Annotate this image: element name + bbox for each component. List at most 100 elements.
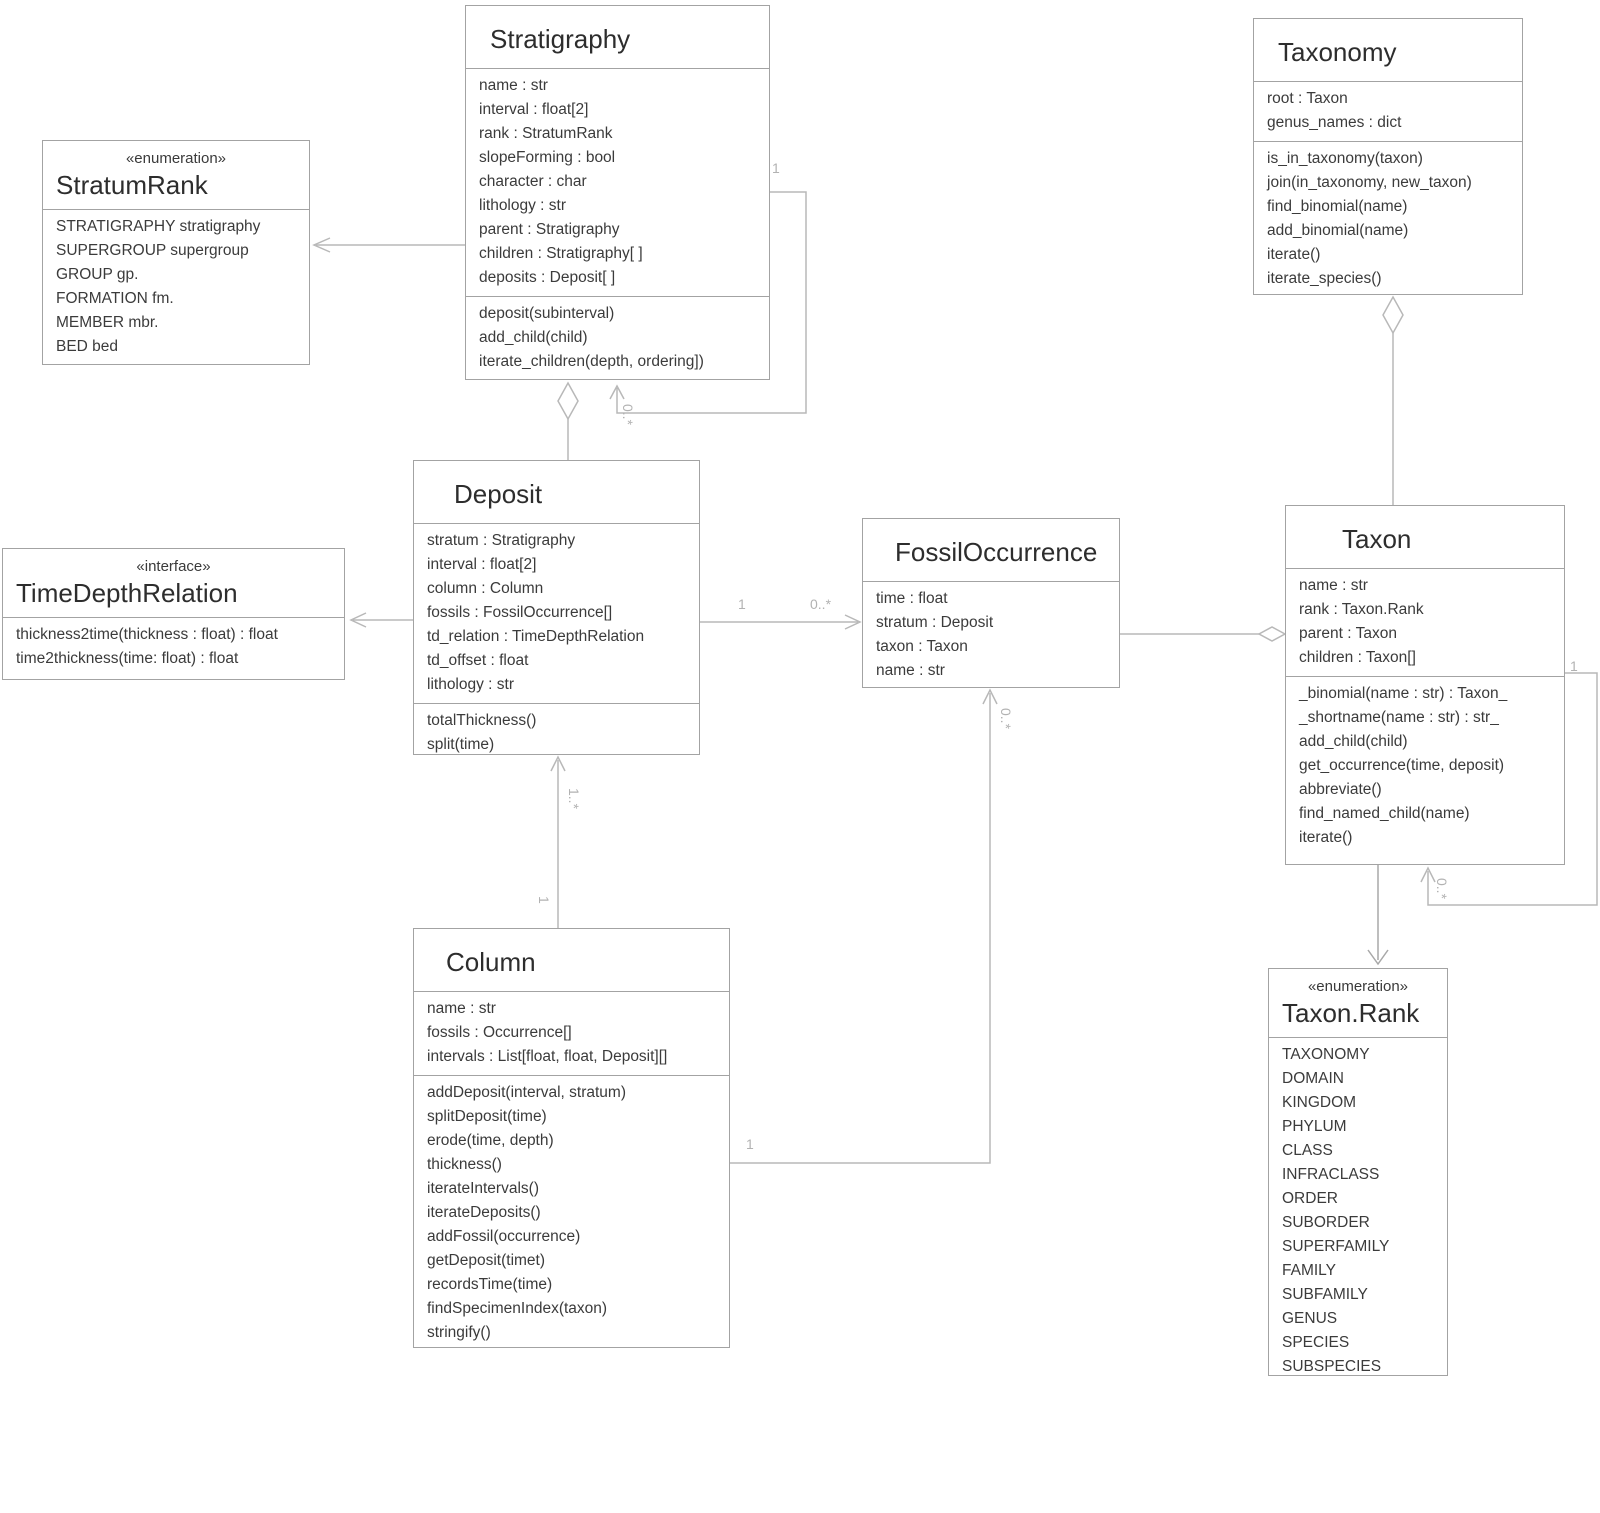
- class-title: Taxonomy: [1254, 19, 1522, 82]
- member-row: iterateIntervals(): [427, 1180, 539, 1197]
- methods-compartment: totalThickness() split(time): [414, 704, 699, 754]
- member-row: split(time): [427, 736, 495, 753]
- member-row: TAXONOMY: [1282, 1046, 1370, 1063]
- assoc-stratigraphy-self: [609, 191, 807, 414]
- member-row: SUBORDER: [1282, 1214, 1370, 1231]
- class-stereotype: «interface»: [136, 558, 211, 575]
- assoc-deposit-fossiloccurrence: [700, 614, 862, 630]
- member-row: name : str: [876, 662, 945, 679]
- member-row: iterate_species(): [1267, 270, 1382, 287]
- multiplicity-label: 0..*: [810, 596, 832, 612]
- multiplicity-label: 1: [738, 596, 746, 612]
- class-title: TimeDepthRelation: [16, 578, 238, 608]
- class-timedepthrelation: «interface» TimeDepthRelation thickness2…: [2, 548, 345, 680]
- member-row: join(in_taxonomy, new_taxon): [1267, 174, 1472, 191]
- member-row: GENUS: [1282, 1310, 1338, 1327]
- member-row: PHYLUM: [1282, 1118, 1347, 1135]
- multiplicity-label: 0..*: [620, 404, 636, 426]
- assoc-stratigraphy-stratumrank: [312, 237, 465, 253]
- member-row: SUPERGROUP supergroup: [56, 242, 249, 259]
- class-title: Taxon.Rank: [1282, 998, 1420, 1028]
- member-row: iterate(): [1267, 246, 1321, 263]
- member-row: splitDeposit(time): [427, 1108, 547, 1125]
- member-row: td_relation : TimeDepthRelation: [427, 628, 645, 645]
- member-row: name : str: [1299, 577, 1368, 594]
- methods-compartment: thickness2time(thickness : float) : floa…: [3, 618, 344, 679]
- multiplicity-label: 1: [746, 1136, 754, 1152]
- class-stereotype: «enumeration»: [1307, 978, 1409, 995]
- member-row: recordsTime(time): [427, 1276, 553, 1293]
- attributes-compartment: name : str rank : Taxon.Rank parent : Taxo…: [1286, 569, 1564, 677]
- member-row: add_child(child): [1299, 733, 1408, 750]
- multiplicity-label: 0..*: [1434, 878, 1450, 900]
- member-row: lithology : str: [427, 676, 515, 693]
- member-row: addDeposit(interval, stratum): [427, 1084, 626, 1101]
- aggregation-stratigraphy-deposit: [557, 381, 579, 460]
- member-row: INFRACLASS: [1282, 1166, 1380, 1183]
- member-row: CLASS: [1282, 1142, 1333, 1159]
- member-row: children : Stratigraphy[ ]: [479, 245, 643, 262]
- member-row: deposit(subinterval): [479, 305, 615, 322]
- member-row: FORMATION fm.: [56, 290, 174, 307]
- member-row: rank : Taxon.Rank: [1299, 601, 1424, 618]
- member-row: children : Taxon[]: [1299, 649, 1416, 666]
- class-stratumrank: «enumeration» StratumRank STRATIGRAPHY s…: [42, 140, 310, 365]
- member-row: iterate_children(depth, ordering]): [479, 353, 704, 370]
- attributes-compartment: name : str fossils : Occurrence[] interval…: [414, 992, 729, 1076]
- member-row: thickness2time(thickness : float) : floa…: [16, 626, 278, 643]
- class-header: «interface» TimeDepthRelation: [3, 549, 344, 618]
- member-row: ORDER: [1282, 1190, 1338, 1207]
- class-title: Deposit: [414, 461, 699, 524]
- member-row: genus_names : dict: [1267, 114, 1402, 131]
- member-row: stratum : Stratigraphy: [427, 532, 576, 549]
- member-row: SUBFAMILY: [1282, 1286, 1368, 1303]
- member-row: GROUP gp.: [56, 266, 139, 283]
- aggregation-taxonomy-taxon: [1382, 295, 1404, 505]
- member-row: FAMILY: [1282, 1262, 1336, 1279]
- class-title: Column: [414, 929, 729, 992]
- member-row: totalThickness(): [427, 712, 537, 729]
- class-title: FossilOccurrence: [863, 519, 1119, 582]
- member-row: findSpecimenIndex(taxon): [427, 1300, 608, 1317]
- member-row: stringify(): [427, 1324, 491, 1341]
- member-row: rank : StratumRank: [479, 125, 613, 142]
- member-row: get_occurrence(time, deposit): [1299, 757, 1505, 774]
- member-row: parent : Taxon: [1299, 625, 1397, 642]
- member-row: add_binomial(name): [1267, 222, 1409, 239]
- member-row: lithology : str: [479, 197, 567, 214]
- member-row: MEMBER mbr.: [56, 314, 159, 331]
- class-title: Taxon: [1286, 506, 1564, 569]
- class-title: Stratigraphy: [466, 6, 769, 69]
- member-row: is_in_taxonomy(taxon): [1267, 150, 1423, 167]
- member-row: iterateDeposits(): [427, 1204, 541, 1221]
- methods-compartment: is_in_taxonomy(taxon) join(in_taxonomy, n…: [1254, 142, 1522, 294]
- class-stereotype: «enumeration»: [125, 150, 227, 167]
- multiplicity-label: 1..*: [566, 788, 582, 810]
- member-row: intervals : List[float, float, Deposit][…: [427, 1048, 668, 1065]
- member-row: slopeForming : bool: [479, 149, 616, 166]
- class-header: «enumeration» Taxon.Rank: [1269, 969, 1447, 1038]
- methods-compartment: addDeposit(interval, stratum) splitDeposi…: [414, 1076, 729, 1347]
- assoc-taxon-taxonrank: [1367, 865, 1389, 966]
- member-row: name : str: [427, 1000, 496, 1017]
- member-row: erode(time, depth): [427, 1132, 554, 1149]
- member-row: SPECIES: [1282, 1334, 1350, 1351]
- methods-compartment: _binomial(name : str) : Taxon__shortname…: [1286, 677, 1564, 864]
- member-row: fossils : Occurrence[]: [427, 1024, 572, 1041]
- multiplicity-label: 1: [772, 160, 780, 176]
- class-column: Column name : str fossils : Occurrence[] i…: [413, 928, 730, 1348]
- multiplicity-label: 1: [1570, 658, 1578, 674]
- member-row: taxon : Taxon: [876, 638, 968, 655]
- multiplicity-label: 0..*: [998, 708, 1014, 730]
- member-row: time : float: [876, 590, 948, 607]
- member-row: parent : Stratigraphy: [479, 221, 620, 238]
